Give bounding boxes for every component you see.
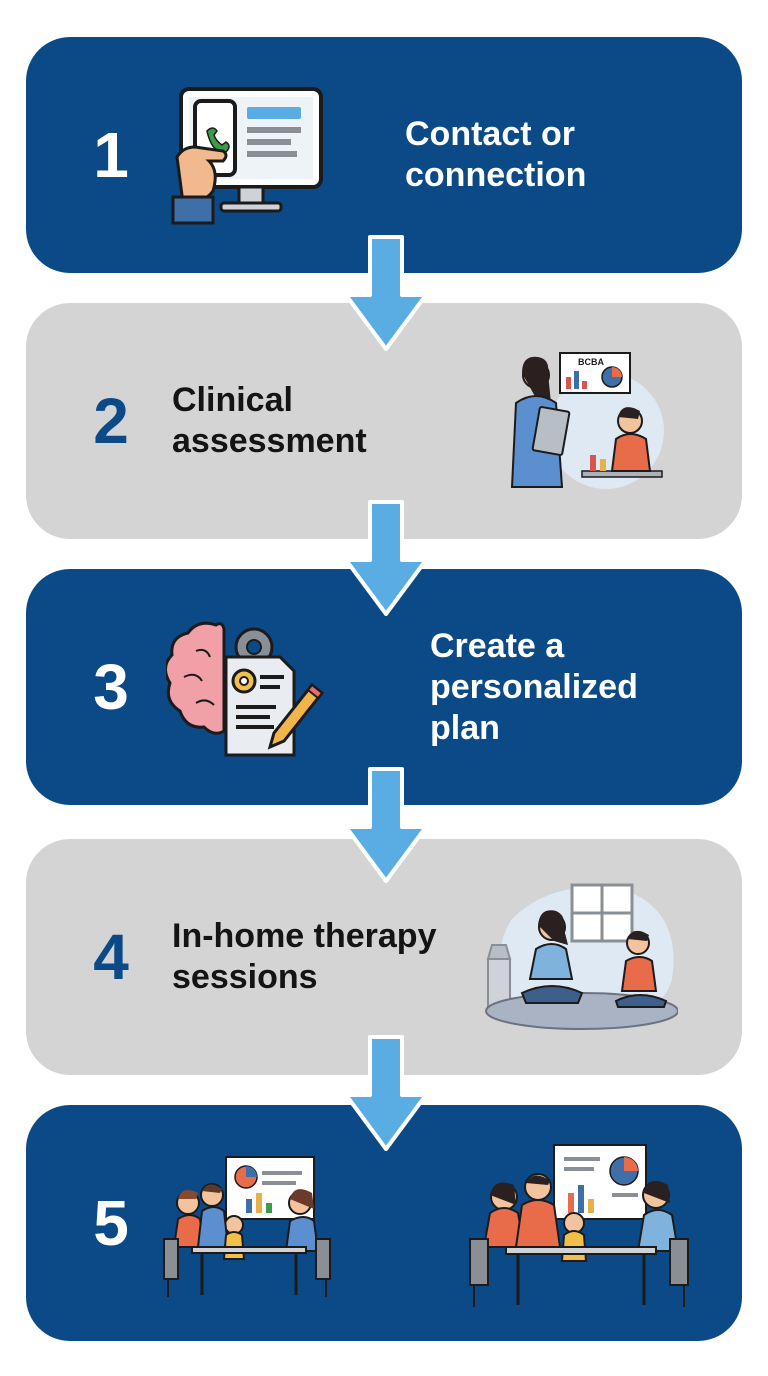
computer-phone-icon <box>171 87 323 225</box>
family-meeting-icon <box>163 1156 331 1297</box>
arrow-down-icon-2 <box>344 500 428 616</box>
arrow-down-icon-1 <box>344 235 428 351</box>
family-meeting-icon-right <box>469 1144 689 1307</box>
clinician-assessment-icon: BCBA <box>510 352 664 489</box>
step-1-number: 1 <box>93 119 129 191</box>
step-3-card: 3 Create a personalized plan <box>26 569 742 805</box>
step-3-number: 3 <box>93 651 129 723</box>
step-4-card: 4 In-home therapy sessions <box>26 839 742 1075</box>
step-5-number: 5 <box>93 1187 129 1259</box>
step-4-label: In-home therapy sessions <box>172 917 437 996</box>
step-2-label: Clinical assessment <box>172 381 367 460</box>
step-4-number: 4 <box>93 921 129 993</box>
board-label: BCBA <box>578 357 604 367</box>
step-5-card: 5 <box>26 1105 742 1341</box>
arrow-down-icon-3 <box>344 767 428 883</box>
home-therapy-icon <box>485 883 678 1030</box>
arrow-down-icon-4 <box>344 1035 428 1151</box>
brain-plan-icon <box>166 621 325 757</box>
step-1-card: 1 Contact or connection <box>26 37 742 273</box>
step-2-number: 2 <box>93 385 129 457</box>
step-1-label: Contact or connection <box>405 115 587 194</box>
step-3-label: Create a personalized plan <box>430 626 638 747</box>
